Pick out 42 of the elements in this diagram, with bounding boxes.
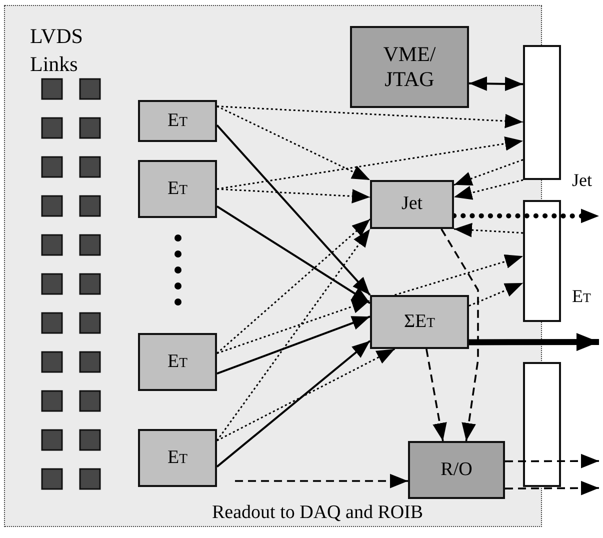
arrow xyxy=(468,76,524,92)
signal-arrow xyxy=(505,480,599,496)
arrow xyxy=(216,348,396,442)
box-label: Jet xyxy=(400,193,424,216)
box-label: VME/ JTAG xyxy=(382,42,437,92)
arrow xyxy=(440,228,479,442)
link-bar xyxy=(523,200,561,322)
arrow xyxy=(454,159,524,186)
arrow xyxy=(216,106,370,181)
arrow xyxy=(216,316,370,375)
output-label: Jet xyxy=(572,169,592,192)
processor-box xyxy=(138,429,217,487)
processor-box xyxy=(370,295,469,349)
arrow xyxy=(216,136,524,190)
box-label: R/O xyxy=(440,458,474,482)
arrow xyxy=(216,218,370,354)
arrow xyxy=(216,188,370,204)
arrow xyxy=(216,299,370,354)
arrow xyxy=(468,282,524,306)
lvds-links-label: LVDS Links xyxy=(30,23,84,78)
arrow xyxy=(394,254,524,296)
processor-box xyxy=(408,441,505,499)
interface-box xyxy=(350,26,469,108)
processor-box xyxy=(370,180,454,229)
arrow xyxy=(216,106,524,128)
processor-box xyxy=(138,100,217,142)
arrow xyxy=(426,348,447,442)
signal-arrow xyxy=(468,333,600,352)
processor-box xyxy=(138,160,217,218)
signal-arrow xyxy=(452,208,602,224)
readout-caption: Readout to DAQ and ROIB xyxy=(212,501,424,525)
arrow xyxy=(216,340,371,468)
arrow xyxy=(216,228,371,442)
arrow xyxy=(216,124,371,296)
signal-arrow xyxy=(505,454,599,468)
processor-box xyxy=(138,333,217,391)
arrow xyxy=(216,206,371,304)
link-bar xyxy=(523,362,561,487)
arrow xyxy=(454,222,524,238)
link-bar xyxy=(523,45,561,180)
signal-arrow xyxy=(235,474,408,488)
arrow xyxy=(454,179,524,200)
